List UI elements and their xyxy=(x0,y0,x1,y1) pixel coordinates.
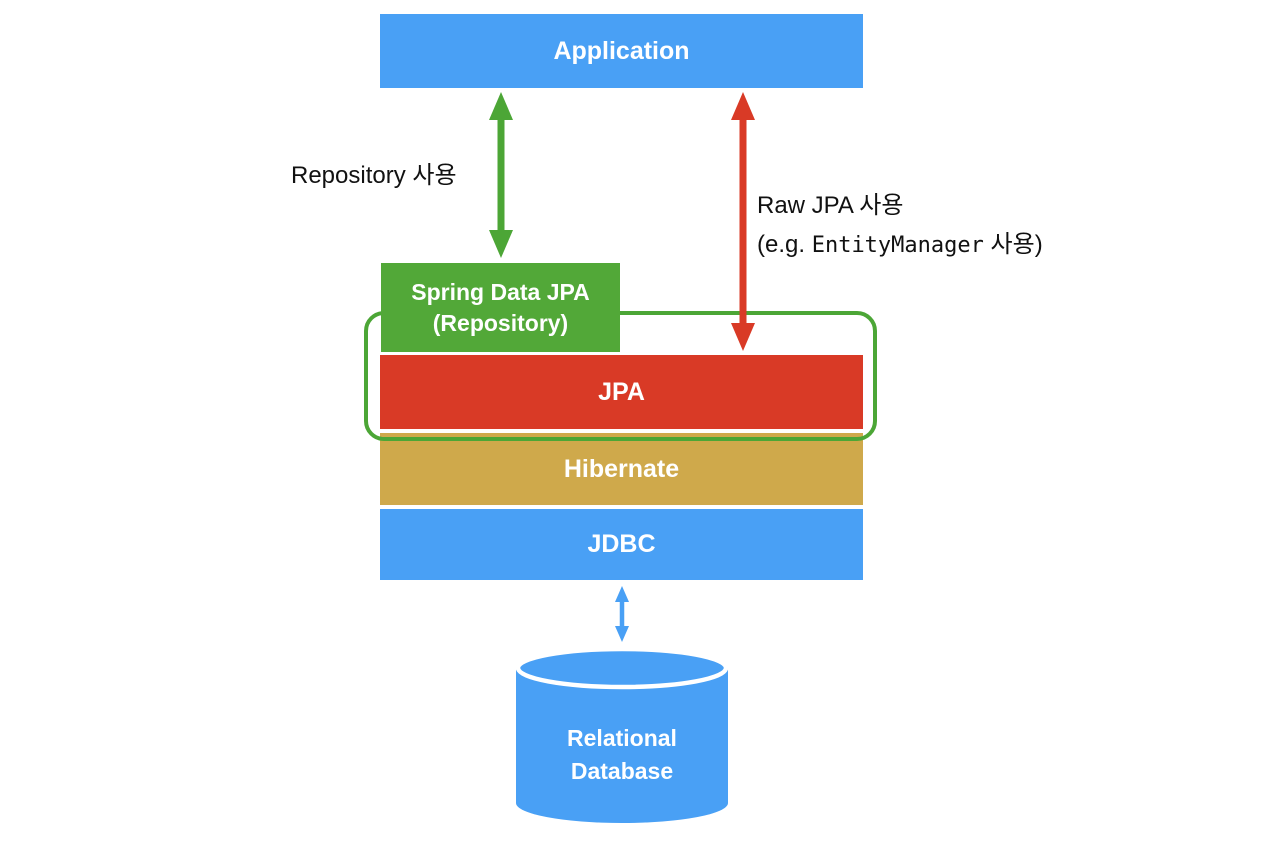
entitymanager-code: EntityManager xyxy=(811,233,984,258)
jdbc-database-arrow xyxy=(615,586,629,642)
jdbc-box: JDBC xyxy=(380,509,863,580)
application-label: Application xyxy=(553,36,690,65)
jdbc-label: JDBC xyxy=(587,530,656,558)
hibernate-box: Hibernate xyxy=(380,433,863,505)
raw-jpa-usage-label: Raw JPA 사용 (e.g. EntityManager 사용) xyxy=(757,186,1043,265)
repository-usage-arrow xyxy=(489,92,513,258)
database-cylinder-icon xyxy=(516,646,728,823)
jpa-group-outline xyxy=(364,311,877,441)
repository-usage-label: Repository 사용 xyxy=(291,162,457,189)
raw-jpa-usage-line1: Raw JPA 사용 xyxy=(757,192,904,219)
raw-jpa-usage-arrow xyxy=(731,92,755,351)
database-label: Relational Database xyxy=(516,722,728,788)
spring-data-jpa-box: Spring Data JPA (Repository) xyxy=(381,263,620,352)
raw-jpa-usage-line2: (e.g. EntityManager 사용) xyxy=(757,231,1043,258)
hibernate-label: Hibernate xyxy=(563,454,680,483)
jpa-label: JPA xyxy=(598,377,645,406)
spring-data-jpa-label-line2: (Repository) xyxy=(432,309,569,336)
spring-data-jpa-label-line1: Spring Data JPA xyxy=(411,278,590,305)
database-label-line2: Database xyxy=(570,758,674,784)
database-label-line1: Relational xyxy=(567,725,677,751)
application-box: Application xyxy=(380,14,863,88)
jpa-box: JPA xyxy=(380,355,863,429)
